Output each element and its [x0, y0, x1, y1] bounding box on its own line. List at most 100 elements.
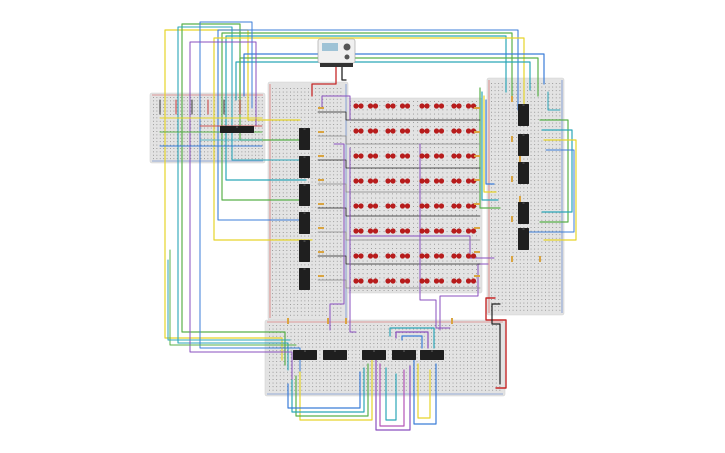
- breadboard-hole: [241, 137, 243, 139]
- breadboard-hole: [509, 115, 510, 117]
- breadboard-hole: [548, 162, 550, 164]
- breadboard-hole: [471, 235, 473, 237]
- breadboard-hole: [446, 281, 448, 283]
- breadboard-hole: [304, 311, 306, 313]
- breadboard-hole: [387, 285, 389, 287]
- breadboard-hole: [282, 260, 284, 262]
- breadboard-hole: [548, 169, 550, 171]
- breadboard-hole: [425, 227, 427, 228]
- breadboard-hole: [272, 289, 273, 291]
- breadboard-hole: [408, 260, 410, 262]
- breadboard-hole: [534, 209, 536, 210]
- breadboard-hole: [545, 288, 546, 290]
- breadboard-hole: [530, 255, 532, 257]
- breadboard-hole: [251, 148, 253, 149]
- breadboard-hole: [392, 264, 393, 266]
- breadboard-hole: [404, 243, 406, 245]
- breadboard-hole: [294, 332, 296, 334]
- breadboard-hole: [293, 116, 295, 118]
- breadboard-hole: [559, 111, 561, 113]
- breadboard-hole: [455, 117, 456, 119]
- breadboard-hole: [297, 339, 299, 341]
- breadboard-hole: [258, 110, 260, 112]
- breadboard-hole: [183, 127, 185, 129]
- breadboard-hole: [467, 218, 469, 220]
- breadboard-hole: [297, 152, 299, 154]
- breadboard-hole: [442, 197, 444, 199]
- breadboard-hole: [559, 302, 561, 304]
- breadboard-hole: [210, 144, 212, 146]
- breadboard-hole: [392, 285, 393, 287]
- breadboard-hole: [362, 113, 364, 115]
- breadboard-hole: [501, 302, 503, 304]
- breadboard-hole: [279, 134, 281, 136]
- breadboard-hole: [545, 191, 546, 192]
- breadboard-hole: [552, 302, 554, 304]
- breadboard-hole: [282, 156, 284, 158]
- breadboard-hole: [396, 180, 398, 182]
- breadboard-hole: [459, 117, 461, 119]
- breadboard-hole: [509, 173, 510, 174]
- breadboard-hole: [417, 138, 419, 140]
- breadboard-hole: [470, 328, 472, 330]
- breadboard-hole: [501, 147, 503, 149]
- breadboard-hole: [272, 142, 273, 143]
- breadboard-hole: [336, 188, 338, 190]
- breadboard-hole: [555, 158, 557, 160]
- breadboard-hole: [366, 222, 368, 224]
- breadboard-hole: [519, 266, 521, 268]
- breadboard-hole: [176, 100, 178, 102]
- breadboard-hole: [371, 101, 372, 102]
- breadboard-hole: [537, 255, 539, 257]
- breadboard-hole: [297, 289, 299, 291]
- breadboard-hole: [417, 185, 419, 186]
- breadboard-hole: [404, 285, 406, 287]
- breadboard-hole: [450, 281, 452, 283]
- breadboard-hole: [527, 194, 528, 196]
- breadboard-hole: [355, 339, 357, 341]
- breadboard-hole: [337, 328, 339, 330]
- breadboard-hole: [227, 137, 229, 139]
- breadboard-hole: [438, 117, 440, 119]
- breadboard-hole: [329, 214, 331, 215]
- breadboard-hole: [322, 178, 324, 179]
- breadboard-hole: [491, 255, 492, 257]
- breadboard-hole: [501, 122, 503, 124]
- breadboard-hole: [396, 117, 398, 119]
- breadboard-hole: [530, 198, 532, 200]
- breadboard-hole: [375, 248, 377, 249]
- breadboard-hole: [512, 144, 514, 146]
- breadboard-hole: [552, 299, 554, 300]
- breadboard-hole: [322, 282, 324, 284]
- breadboard-hole: [421, 218, 423, 220]
- breadboard-hole: [548, 263, 550, 264]
- breadboard-hole: [408, 201, 410, 203]
- breadboard-hole: [272, 109, 273, 111]
- breadboard-hole: [180, 127, 182, 129]
- breadboard-hole: [392, 218, 393, 220]
- breadboard-hole: [559, 173, 561, 174]
- breadboard-hole: [297, 275, 299, 277]
- breadboard-hole: [286, 314, 288, 316]
- breadboard-hole: [286, 124, 288, 125]
- breadboard-hole: [555, 223, 557, 225]
- breadboard-hole: [279, 253, 281, 255]
- breadboard-hole: [173, 134, 175, 136]
- breadboard-hole: [333, 293, 335, 295]
- breadboard-hole: [434, 172, 435, 174]
- breadboard-hole: [463, 126, 465, 128]
- breadboard-hole: [375, 218, 377, 220]
- breadboard-hole: [383, 122, 385, 123]
- breadboard-hole: [348, 343, 350, 344]
- breadboard-hole: [491, 212, 492, 214]
- breadboard-hole: [450, 151, 452, 153]
- breadboard-hole: [548, 209, 550, 210]
- breadboard-hole: [383, 130, 385, 132]
- breadboard-hole: [455, 277, 456, 279]
- breadboard-hole: [516, 291, 518, 293]
- breadboard-hole: [190, 120, 192, 122]
- breadboard-hole: [383, 210, 385, 212]
- breadboard-hole: [545, 183, 546, 185]
- breadboard-hole: [545, 223, 546, 225]
- breadboard-hole: [519, 227, 521, 228]
